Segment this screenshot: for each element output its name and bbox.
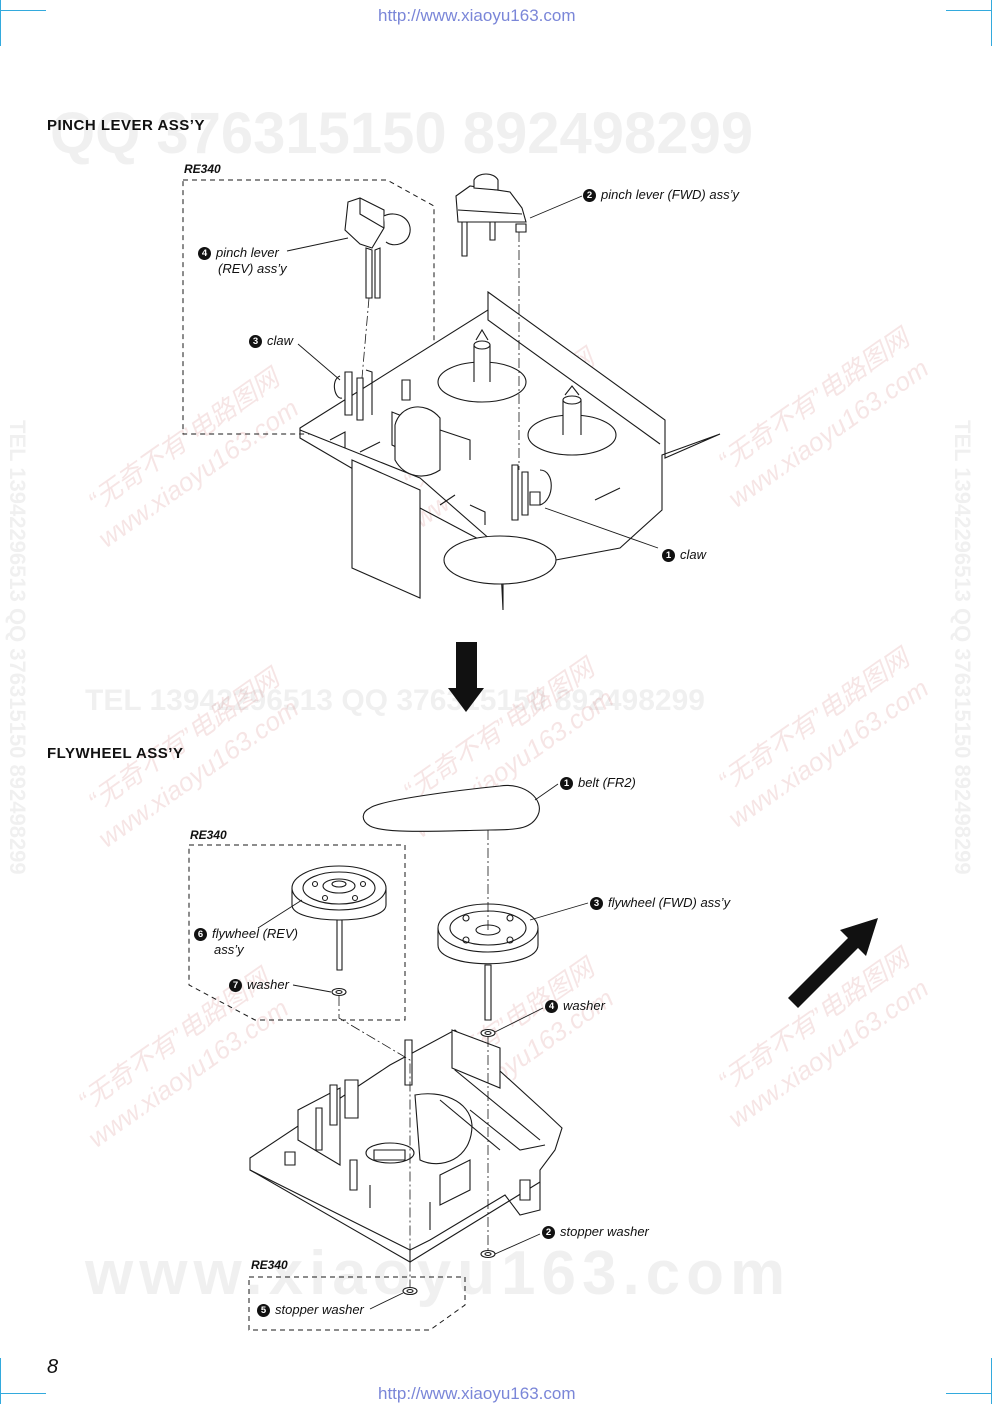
callout-number: 6 xyxy=(194,928,207,941)
claw-3-part xyxy=(333,369,373,421)
callout-text-line2: (REV) ass’y xyxy=(218,261,287,276)
callout-text: pinch lever xyxy=(216,245,279,260)
re340-boundary-flywheel-bottom xyxy=(248,1276,466,1331)
callout-number: 3 xyxy=(590,897,603,910)
re340-boundary-flywheel-top xyxy=(188,844,406,1021)
crop-mark-tl-h2 xyxy=(0,10,46,11)
callout-pinch-lever-fwd: 2 pinch lever (FWD) ass’y xyxy=(583,187,739,202)
stopper-washer-2-part xyxy=(480,1249,496,1259)
re340-label-pinch: RE340 xyxy=(184,162,221,176)
crop-mark-tr-h xyxy=(946,10,992,11)
callout-stopper-washer-5: 5 stopper washer xyxy=(257,1302,364,1317)
arrow-down-icon xyxy=(448,642,484,712)
pinch-lever-rev-part xyxy=(344,197,411,299)
belt-part xyxy=(362,784,540,832)
stopper-washer-5-part xyxy=(402,1286,418,1296)
crop-mark-br-h xyxy=(946,1393,992,1394)
callout-number: 1 xyxy=(560,777,573,790)
washer-4-part xyxy=(480,1028,496,1038)
callout-number: 1 xyxy=(662,549,675,562)
pinch-chassis xyxy=(299,290,721,611)
watermark-mid-tel: TEL 13942296513 QQ 376315150 892498299 xyxy=(85,684,705,717)
footer-url-link[interactable]: http://www.xiaoyu163.com xyxy=(378,1384,576,1403)
crop-mark-bl-v xyxy=(0,1358,1,1404)
callout-stopper-washer-2: 2 stopper washer xyxy=(542,1224,649,1239)
washer-7-part xyxy=(331,987,347,997)
re340-label-flywheel-bottom: RE340 xyxy=(251,1258,288,1272)
header-url-link[interactable]: http://www.xiaoyu163.com xyxy=(378,6,576,25)
section-title-pinch-lever: PINCH LEVER ASS’Y xyxy=(47,117,205,134)
callout-belt: 1 belt (FR2) xyxy=(560,775,636,790)
callout-flywheel-rev: 6 flywheel (REV) ass’y xyxy=(194,926,298,958)
callout-text-line2: ass’y xyxy=(214,942,244,957)
callout-text: washer xyxy=(563,998,605,1013)
callout-number: 3 xyxy=(249,335,262,348)
callout-number: 2 xyxy=(542,1226,555,1239)
watermark-bottom-www: www.xiaoyu163.com xyxy=(85,1239,792,1308)
callout-number: 2 xyxy=(583,189,596,202)
callout-text: claw xyxy=(267,333,294,348)
arrow-up-right-icon xyxy=(788,918,878,1008)
callout-text: stopper washer xyxy=(275,1302,364,1317)
callout-washer-7: 7 washer xyxy=(229,977,289,992)
crop-mark-tl-v xyxy=(0,0,1,46)
section-title-flywheel: FLYWHEEL ASS’Y xyxy=(47,745,184,762)
callout-text: flywheel (REV) xyxy=(212,926,298,941)
crop-mark-bl-h xyxy=(0,1393,46,1394)
watermark-top-qq: QQ 376315150 892498299 xyxy=(50,101,754,166)
callout-text: flywheel (FWD) ass’y xyxy=(608,895,731,910)
flywheel-rev-part xyxy=(291,865,387,971)
callout-text: washer xyxy=(247,977,289,992)
flywheel-chassis xyxy=(249,1029,563,1263)
callout-text: claw xyxy=(680,547,707,562)
callout-number: 7 xyxy=(229,979,242,992)
callout-text: stopper washer xyxy=(560,1224,649,1239)
callout-number: 5 xyxy=(257,1304,270,1317)
callout-flywheel-fwd: 3 flywheel (FWD) ass’y xyxy=(590,895,730,910)
callout-washer-4: 4 washer xyxy=(545,998,605,1013)
callout-text: pinch lever (FWD) ass’y xyxy=(601,187,739,202)
pinch-lever-fwd-part xyxy=(455,173,527,257)
callout-number: 4 xyxy=(545,1000,558,1013)
callout-claw-1: 1 claw xyxy=(662,547,706,562)
re340-label-flywheel-top: RE340 xyxy=(190,828,227,842)
callout-number: 4 xyxy=(198,247,211,260)
callout-pinch-lever-rev: 4 pinch lever (REV) ass’y xyxy=(198,245,287,277)
callout-text: belt (FR2) xyxy=(578,775,636,790)
re340-boundary-pinch xyxy=(182,179,435,435)
page-number: 8 xyxy=(47,1356,59,1378)
callout-claw-3: 3 claw xyxy=(249,333,293,348)
